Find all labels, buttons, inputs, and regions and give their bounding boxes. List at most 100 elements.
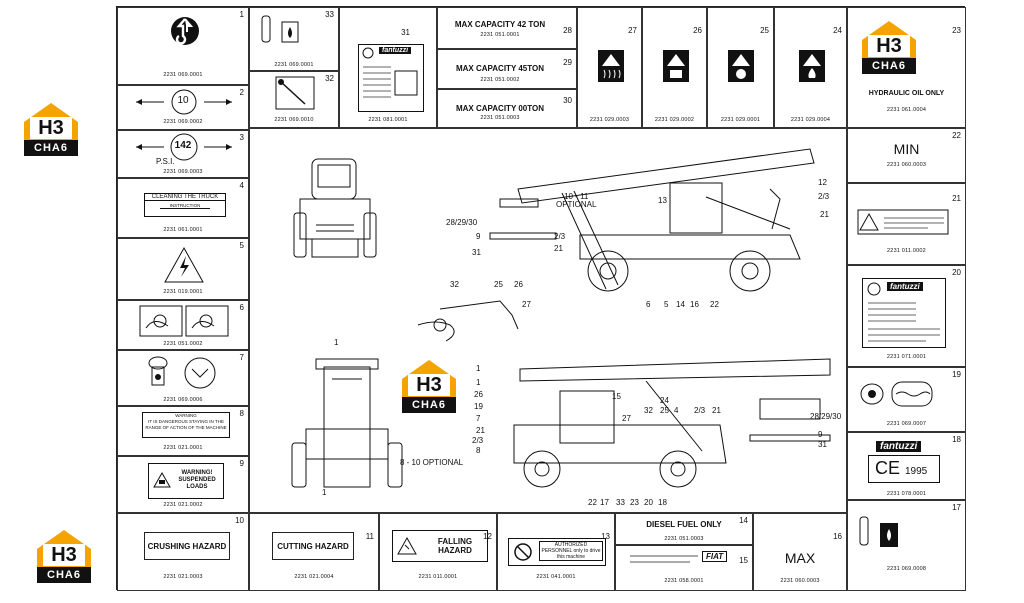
callout-label: 2/3 <box>472 436 484 445</box>
machine-drawing: H3 CHA6 10 - 11 OPTIONAL 8 - 10 OPTIONAL… <box>249 128 847 513</box>
decal-20: 20 fantuzzi 2231 071.0001 <box>847 265 966 367</box>
callout-label: 31 <box>818 440 827 449</box>
warning-plate: WARNING IT IS DANGEROUS STAYING IN THE R… <box>142 412 230 438</box>
decal-number: 19 <box>952 370 961 379</box>
oil-label: HYDRAULIC OIL ONLY <box>868 90 945 97</box>
callout-label: 32 <box>644 406 653 415</box>
part-code: 2231 051.0002 <box>480 77 520 83</box>
decal-number: 30 <box>563 96 572 105</box>
logo-text: CHA6 <box>34 142 68 154</box>
capacity-label: MAX CAPACITY 42 TON <box>454 20 546 29</box>
plate-title: WARNING <box>175 413 197 418</box>
plate-brand: fantuzzi <box>887 282 923 291</box>
decal-29: 29 MAX CAPACITY 45TON 2231 051.0002 <box>437 49 577 89</box>
callout-label: 21 <box>712 406 721 415</box>
part-code: 2231 029.0001 <box>720 117 761 123</box>
plate-text: IT IS DANGEROUS STAYING IN THE RANGE OF … <box>145 419 227 430</box>
part-code: 2231 071.0001 <box>886 354 927 360</box>
decal-19: 19 2231 069.0007 <box>847 367 966 432</box>
decal-number: 6 <box>239 303 244 312</box>
decal-sheet: 1 2231 069.0001 2 10 2231 069.0002 3 142… <box>116 6 966 591</box>
decal-8: 8 WARNING IT IS DANGEROUS STAYING IN THE… <box>117 406 249 456</box>
callout-label: 1 <box>476 364 481 373</box>
logo-letters: H3 <box>876 35 902 57</box>
brand-logo: H3 CHA6 <box>858 18 920 76</box>
fiat-logo: FIAT <box>702 551 728 562</box>
part-code: 2231 011.0001 <box>418 574 458 580</box>
level-label: MIN <box>893 141 920 157</box>
part-code: 2231 069.0001 <box>274 62 314 68</box>
callout-label: 21 <box>476 426 485 435</box>
pressure-gauge-icon <box>136 89 232 115</box>
electric-hazard-icon <box>164 246 204 283</box>
decal-number: 15 <box>739 556 748 565</box>
part-code: 2231 029.0002 <box>654 117 695 123</box>
decal-21: 21 2231 011.0002 <box>847 183 966 265</box>
decal-10: 10 CRUSHING HAZARD 2231 021.0003 <box>117 513 249 591</box>
logo-text: CHA6 <box>872 60 906 72</box>
falling-hazard-icon <box>397 536 417 555</box>
entanglement-warning-icon <box>139 305 229 337</box>
pressure-gauge-icon <box>136 133 232 161</box>
callout-label: 7 <box>476 414 481 423</box>
id-plate: fantuzzi <box>862 278 946 348</box>
part-code: 2231 058.0001 <box>664 578 704 584</box>
callout-label: 26 <box>514 280 523 289</box>
plate-lines-icon <box>363 66 418 98</box>
callout-label: 32 <box>450 280 459 289</box>
decal-number: 9 <box>239 459 244 468</box>
part-code: 2231 021.0003 <box>163 574 203 580</box>
part-code: 2231 060.0003 <box>886 162 927 168</box>
callout-label: 28/29/30 <box>446 218 478 227</box>
decal-11: 11 CUTTING HAZARD 2231 021.0004 <box>249 513 379 591</box>
callout-label: 27 <box>522 300 531 309</box>
callout-label: 21 <box>820 210 829 219</box>
part-code: 2231 051.0002 <box>163 341 203 347</box>
callout-label: 22 <box>588 498 597 507</box>
callout-label: 1 <box>334 338 339 347</box>
part-code: 2231 051.0001 <box>480 32 520 38</box>
callout-label: 16 <box>690 300 699 309</box>
decal-1: 1 2231 069.0001 <box>117 7 249 85</box>
part-code: 2231 041.0001 <box>536 574 576 580</box>
decal-number: 18 <box>952 435 961 444</box>
callout-label: 33 <box>616 498 625 507</box>
plate-brand: fantuzzi <box>876 441 922 452</box>
hazard-plate: CRUSHING HAZARD <box>144 532 230 560</box>
optional-callout-bottom: 8 - 10 OPTIONAL <box>400 458 464 467</box>
optional-callout-top: 10 - 11 OPTIONAL <box>556 192 597 209</box>
part-code: 2231 021.0001 <box>163 445 203 451</box>
decal-33: 33 2231 069.0001 <box>249 7 339 71</box>
part-code: 2231 069.0001 <box>163 72 203 78</box>
fuel-label: DIESEL FUEL ONLY <box>646 520 722 529</box>
part-code: 2231 081.0001 <box>368 117 408 123</box>
authorized-plate: AUTHORIZED PERSONNEL only to drive this … <box>508 538 606 566</box>
decal-number: 1 <box>239 10 244 19</box>
decal-number: 23 <box>952 26 961 35</box>
battery-hazard-icon <box>663 50 689 82</box>
decal-17: 17 2231 069.0008 <box>847 500 966 591</box>
decal-number: 5 <box>239 241 244 250</box>
decal-4: 4 CLEANING THE TRUCK INSTRUCTION 2231 06… <box>117 178 249 238</box>
decal-number: 27 <box>628 26 637 35</box>
decal-number: 22 <box>952 131 961 140</box>
grease-point-icon <box>148 356 216 389</box>
logo-mark-icon <box>862 21 916 74</box>
plate-subtitle: INSTRUCTION <box>160 203 210 209</box>
decal-7: 7 2231 069.0006 <box>117 350 249 406</box>
callout-label: 21 <box>554 244 563 253</box>
fuel-filter-icon <box>859 516 898 547</box>
callout-label: 14 <box>676 300 685 309</box>
decal-number: 24 <box>833 26 842 35</box>
decal-number: 10 <box>235 516 244 525</box>
decal-number: 29 <box>563 58 572 67</box>
callout-label: 9 <box>818 430 823 439</box>
callout-label: 12 <box>818 178 827 187</box>
callout-label: 13 <box>658 196 667 205</box>
radiator-text-lines-icon <box>630 555 698 563</box>
decal-number: 16 <box>833 532 842 541</box>
authorized-text: AUTHORIZED PERSONNEL only to drive this … <box>539 541 603 561</box>
ce-plate: CE 1995 <box>868 455 940 483</box>
brand-logo: H3 CHA6 <box>398 357 460 415</box>
part-code: 2231 061.0004 <box>886 107 927 113</box>
